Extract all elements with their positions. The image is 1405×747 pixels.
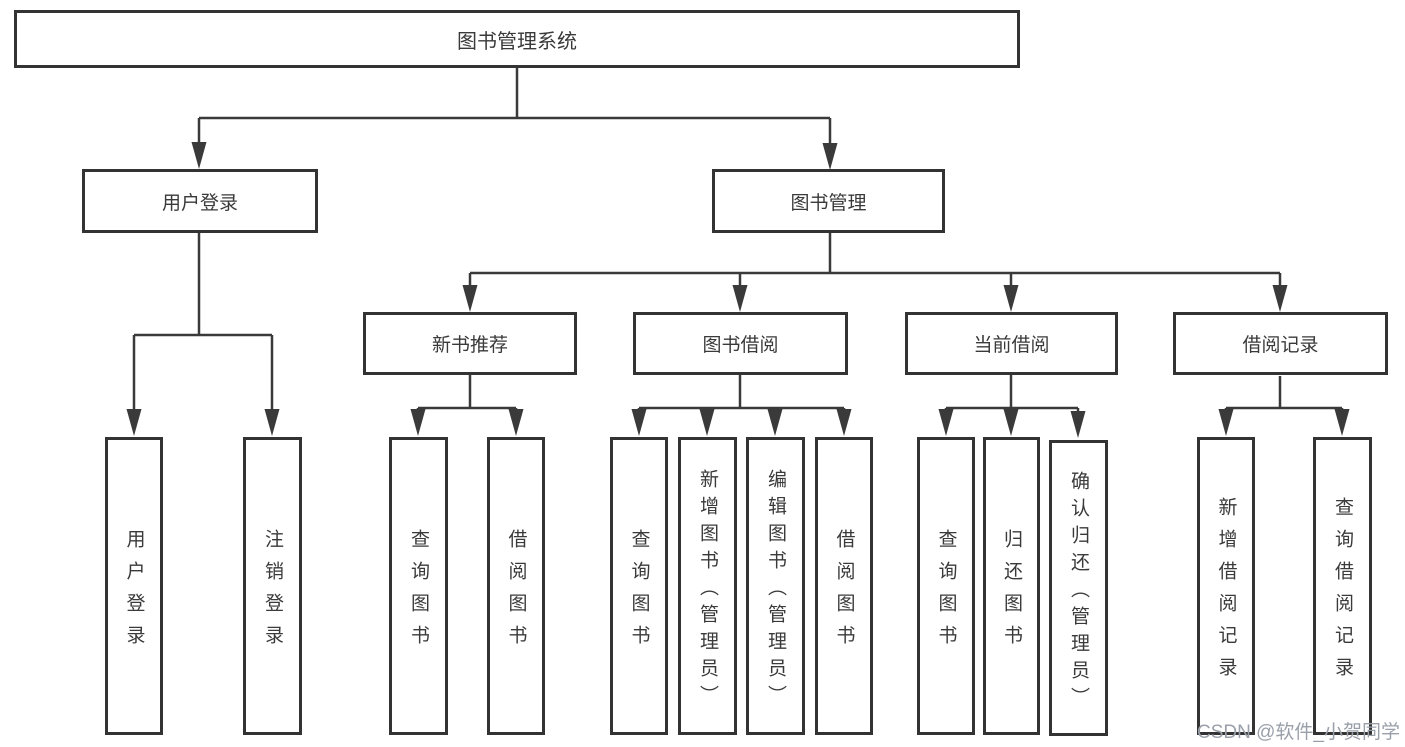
leaf-borrow-books-2: 借阅图书	[815, 437, 873, 735]
leaf-confirm-return-admin: 确认归还（管理员）	[1049, 440, 1108, 736]
arrowhead	[1334, 409, 1350, 436]
leaf-query-books: 查询图书	[389, 437, 448, 735]
leaf-borrow-books: 借阅图书	[487, 437, 545, 735]
leaf-logout: 注销登录	[243, 437, 302, 735]
csdn-watermark: CSDN @软件_小贺同学	[1197, 722, 1400, 743]
arrowhead	[126, 409, 142, 436]
arrowhead	[410, 409, 426, 436]
leaf-return-books: 归还图书	[983, 437, 1040, 735]
arrowhead	[264, 409, 280, 436]
arrowhead	[822, 143, 838, 170]
arrowhead	[836, 409, 852, 436]
arrowhead	[508, 409, 524, 436]
node-new-book-recommendation: 新书推荐	[363, 312, 577, 375]
leaf-add-book-admin: 新增图书（管理员）	[678, 437, 737, 735]
node-current-borrowing: 当前借阅	[905, 312, 1118, 375]
arrowhead	[732, 285, 748, 312]
arrowhead	[938, 409, 954, 436]
node-library-system: 图书管理系统	[14, 10, 1020, 68]
arrowhead	[631, 409, 647, 436]
leaf-query-books-2: 查询图书	[610, 437, 668, 735]
leaf-query-borrow-record: 查询借阅记录	[1313, 437, 1372, 735]
arrowhead	[1070, 411, 1086, 438]
arrowhead	[767, 409, 783, 436]
leaf-add-borrow-record: 新增借阅记录	[1197, 437, 1255, 735]
node-user-login: 用户登录	[82, 169, 318, 233]
arrowhead	[1003, 285, 1019, 312]
node-borrowing-records: 借阅记录	[1173, 312, 1388, 375]
arrowhead	[1272, 285, 1288, 312]
leaf-user-login: 用户登录	[105, 437, 163, 735]
arrowhead	[1003, 409, 1019, 436]
arrowhead	[191, 142, 207, 169]
arrowhead	[1218, 409, 1234, 436]
leaf-edit-book-admin: 编辑图书（管理员）	[746, 437, 805, 735]
node-book-borrowing: 图书借阅	[633, 312, 848, 375]
leaf-query-books-3: 查询图书	[917, 437, 975, 735]
arrowhead	[462, 285, 478, 312]
arrowhead	[699, 409, 715, 436]
node-book-management: 图书管理	[712, 169, 945, 233]
